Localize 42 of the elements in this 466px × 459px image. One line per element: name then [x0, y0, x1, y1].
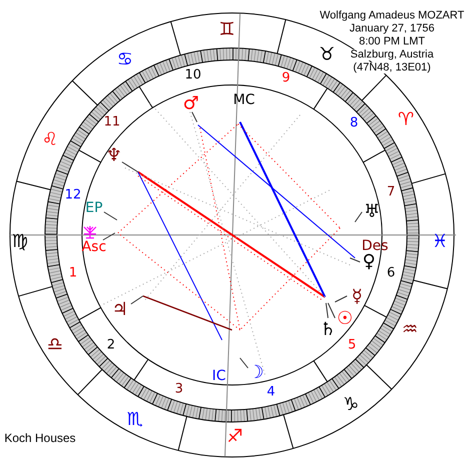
house-number: 5: [348, 338, 356, 352]
chart-info-text: January 27, 1756: [350, 24, 434, 34]
zodiac-sign-symbol: ♎: [46, 336, 64, 354]
planet-symbol: ☿: [351, 288, 363, 306]
house-number: 8: [350, 116, 358, 130]
planet-symbol: ☽: [248, 364, 264, 382]
house-system-note: Koch Houses: [4, 432, 76, 444]
planet-symbol: ♀: [362, 253, 376, 271]
axis-label: MC: [233, 93, 255, 107]
planet-symbol: ☉: [336, 310, 354, 328]
house-number: 4: [266, 386, 276, 398]
zodiac-sign-symbol: ♒: [402, 321, 418, 339]
house-number: 10: [184, 68, 202, 82]
planet-symbol: ♅: [364, 203, 380, 221]
zodiac-sign-symbol: ♊: [218, 21, 236, 39]
zodiac-sign-symbol: ♉: [318, 46, 336, 64]
zodiac-sign-symbol: ♋: [116, 51, 134, 69]
zodiac-sign-symbol: ♈: [398, 111, 414, 129]
zodiac-sign-symbol: ♏: [126, 411, 144, 429]
chart-info-text: Wolfgang Amadeus MOZART: [320, 10, 464, 22]
house-number: 3: [174, 382, 184, 396]
axis-label: IC: [212, 369, 226, 383]
house-number: 11: [104, 116, 120, 128]
house-number: 7: [386, 186, 396, 198]
zodiac-sign-symbol: ♐: [226, 428, 244, 446]
planet-symbol: ♂: [182, 95, 200, 113]
chart-info-text: Salzburg, Austria: [350, 50, 434, 60]
chart-info-text: 8:00 PM LMT: [358, 36, 426, 48]
house-number: 9: [282, 72, 290, 84]
house-number: 2: [106, 338, 116, 352]
house-number: 1: [68, 266, 78, 280]
planet-symbol: ♆: [106, 147, 122, 165]
chart-info-text: (47N48, 13E01): [353, 62, 431, 74]
axis-label: EP: [85, 201, 103, 215]
house-number: 6: [386, 266, 396, 280]
planet-symbol: ♃: [112, 301, 128, 319]
zodiac-sign-symbol: ♍: [12, 233, 28, 251]
zodiac-sign-symbol: ♌: [42, 131, 58, 149]
zodiac-sign-symbol: ♑: [342, 396, 360, 414]
zodiac-sign-symbol: ♓: [432, 233, 448, 251]
planet-symbol: ♄: [320, 321, 336, 339]
house-number: 12: [64, 188, 82, 202]
